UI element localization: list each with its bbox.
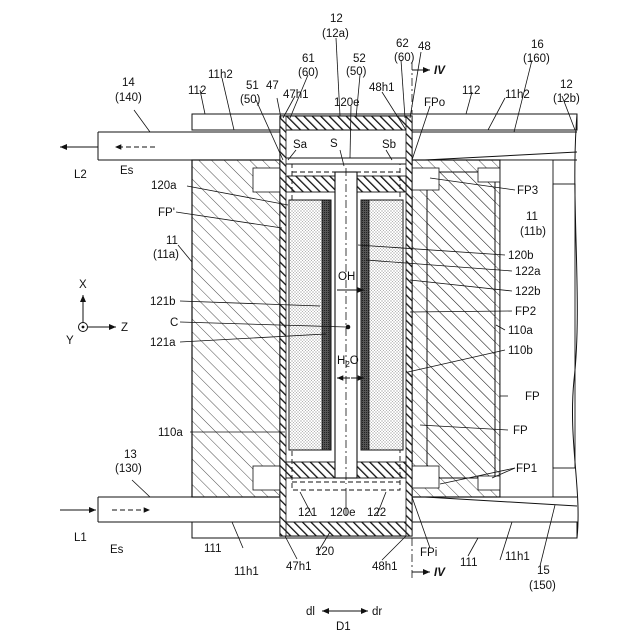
label-14: 14 [122, 77, 135, 89]
label-IV-bottom: IV [434, 567, 446, 579]
left-electrode-121 [289, 200, 331, 450]
label-12a: (12a) [322, 28, 349, 40]
label-111-left: 111 [204, 543, 221, 555]
label-15: 15 [537, 565, 550, 577]
label-52: 52 [353, 53, 366, 65]
label-62: 62 [396, 38, 409, 50]
label-FPo: FPo [424, 97, 445, 109]
label-110b: 110b [508, 345, 533, 357]
label-112-left: 112 [188, 85, 206, 97]
right-electrode-122 [361, 200, 403, 450]
label-IV-top: IV [434, 65, 446, 77]
label-Sa: Sa [293, 139, 308, 151]
label-OH: OH [338, 271, 355, 283]
label-FP2: FP2 [515, 306, 536, 318]
label-Sb: Sb [382, 139, 396, 151]
label-120a: 120a [151, 180, 177, 192]
label-S: S [330, 138, 338, 150]
label-FP-prime: FP' [158, 207, 175, 219]
label-120e-top: 120e [334, 97, 360, 109]
label-121b: 121b [150, 296, 176, 308]
label-121: 121 [298, 507, 317, 519]
label-11h2-right: 11h2 [505, 89, 530, 101]
label-11a: 11 [166, 235, 178, 247]
label-122b: 122b [515, 286, 541, 298]
label-120b: 120b [508, 250, 534, 262]
label-FP-1: FP [525, 391, 540, 403]
label-11b-paren: (11b) [520, 226, 546, 238]
label-112-right: 112 [462, 85, 480, 97]
label-12: 12 [330, 13, 343, 25]
label-140: (140) [115, 92, 142, 104]
right-frame-11b [412, 160, 500, 497]
label-110a-right: 110a [508, 325, 533, 337]
label-FPi: FPi [420, 547, 437, 559]
label-122: 122 [367, 507, 386, 519]
label-axis-X: X [79, 279, 87, 291]
label-120-bottom: 120 [315, 546, 334, 558]
label-110a-left: 110a [158, 427, 183, 439]
label-C: C [170, 317, 178, 329]
label-12-right: 12 [560, 79, 573, 91]
label-11b: 11 [526, 211, 538, 223]
label-dr: dr [372, 606, 382, 618]
label-122a: 122a [515, 266, 541, 278]
label-axis-Z: Z [121, 322, 128, 334]
label-11a-paren: (11a) [153, 249, 179, 261]
label-L1: L1 [74, 532, 87, 544]
label-11h1-left: 11h1 [234, 566, 259, 578]
label-11h2-left: 11h2 [208, 69, 233, 81]
label-dl: dl [306, 606, 315, 618]
label-47h1-bottom: 47h1 [286, 561, 312, 573]
label-11h1-right: 11h1 [505, 551, 530, 563]
label-51: 51 [246, 80, 259, 92]
label-160: (160) [523, 53, 550, 65]
label-48h1-bottom: 48h1 [372, 561, 398, 573]
label-61-60: (60) [298, 67, 319, 79]
label-48: 48 [418, 41, 431, 53]
label-120e-bottom: 120e [330, 507, 356, 519]
label-12b: (12b) [553, 93, 580, 105]
label-130: (130) [115, 463, 142, 475]
coordinate-axes [79, 295, 117, 332]
label-121a: 121a [150, 337, 176, 349]
label-Es-top: Es [120, 165, 134, 177]
label-FP1: FP1 [516, 463, 537, 475]
label-48h1-top: 48h1 [369, 82, 395, 94]
label-111-right: 111 [460, 557, 477, 569]
label-L2: L2 [74, 169, 87, 181]
label-D1: D1 [336, 621, 351, 633]
label-62-60: (60) [394, 52, 415, 64]
label-FP3: FP3 [517, 185, 538, 197]
label-Es-bottom: Es [110, 544, 124, 556]
label-150: (150) [529, 580, 556, 592]
label-axis-Y: Y [66, 335, 74, 347]
label-16: 16 [531, 39, 544, 51]
label-51-50: (50) [240, 94, 261, 106]
label-FP-2: FP [513, 425, 528, 437]
label-47h1-top: 47h1 [283, 89, 309, 101]
label-13: 13 [124, 449, 137, 461]
label-52-50: (50) [346, 66, 367, 78]
label-47: 47 [266, 80, 279, 92]
label-61: 61 [302, 53, 315, 65]
left-frame-11a [192, 160, 280, 497]
center-point-C [346, 325, 351, 330]
